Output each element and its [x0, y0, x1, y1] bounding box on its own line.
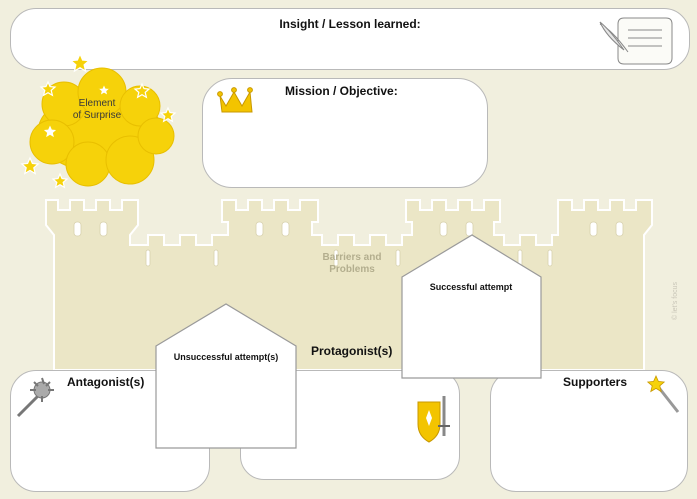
watermark-text: © let's focus: [672, 281, 679, 320]
supporters-title: Supporters: [563, 375, 628, 389]
barriers-label: Barriers and Problems: [300, 252, 404, 276]
insight-title: Insight / Lesson learned:: [279, 17, 421, 31]
antagonist-title: Antagonist(s): [67, 375, 145, 389]
insight-box[interactable]: Insight / Lesson learned:: [10, 8, 690, 70]
successful-attempt-label: Successful attempt: [429, 282, 513, 292]
barriers-line1: Barriers and: [322, 252, 382, 263]
protagonist-box[interactable]: [240, 370, 460, 480]
surprise-label-line2: of Surprise: [72, 110, 122, 121]
mission-title: Mission / Objective:: [285, 84, 398, 98]
mission-box[interactable]: Mission / Objective:: [202, 78, 488, 188]
antagonist-box[interactable]: Antagonist(s): [10, 370, 210, 492]
surprise-label: Element of Surprise: [55, 98, 139, 122]
supporters-box[interactable]: Supporters: [490, 370, 688, 492]
unsuccessful-attempt-label: Unsuccessful attempt(s): [173, 352, 279, 362]
surprise-label-line1: Element: [78, 98, 116, 109]
barriers-line2: Problems: [329, 264, 375, 275]
protagonist-label: Protagonist(s): [311, 344, 393, 358]
